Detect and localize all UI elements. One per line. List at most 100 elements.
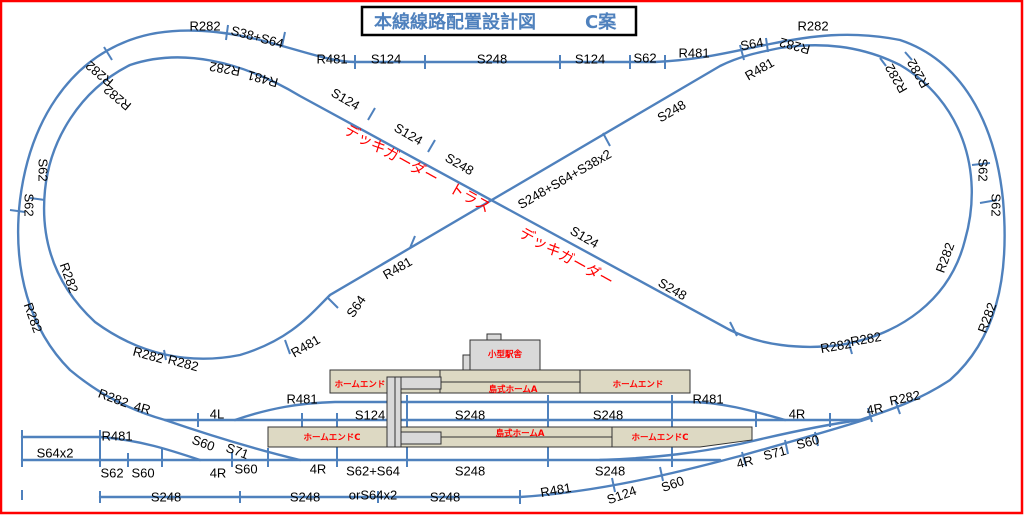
track-label: S124 [575, 51, 605, 66]
track-label: 4R [132, 399, 152, 418]
crossover-left [163, 418, 302, 462]
track-joint-tick [659, 466, 664, 482]
track-label: R481 [288, 332, 322, 361]
track-label: R282 [819, 336, 852, 356]
platform-top-end-left-label: ホームエンド [335, 380, 386, 390]
track-label: R481 [692, 391, 723, 406]
track-label: S38+S64 [229, 23, 285, 51]
track-joint-tick [867, 407, 873, 423]
track-label: S124 [371, 51, 401, 66]
bottom-line [98, 416, 872, 499]
track-joint-tick [894, 399, 901, 415]
track-label: S64 [739, 35, 764, 54]
track-label: S71 [762, 443, 788, 463]
platform-track-upper [233, 400, 787, 422]
track-joint-tick [729, 321, 738, 337]
deck-girder-annotation: デッキガーダー [516, 224, 617, 291]
track-label: S62 [633, 50, 656, 65]
track-label: S248 [290, 489, 320, 504]
platform-bottom-end-left-label: ホームエンドC [304, 433, 361, 443]
track-joint-tick [327, 297, 339, 309]
station: 小型駅舎 ホームエンド 島式ホームA ホームエンド ホームエンドC 島式ホームA… [267, 333, 753, 448]
track-joint-tick [225, 24, 229, 41]
track-joint-tick [281, 31, 286, 47]
platform-top-label: 島式ホームA [489, 384, 538, 395]
track-label: R282 [975, 300, 1000, 334]
title-main: 本線線路配置設計図 [374, 11, 536, 33]
siding-short [20, 435, 202, 462]
track-label: 4R [735, 453, 755, 472]
track-joint-tick [847, 339, 853, 355]
track-label: R282 [849, 329, 882, 349]
track-joint-tick [284, 339, 291, 355]
track-joint-tick [9, 209, 26, 213]
track-label: S62 [36, 158, 51, 181]
track-joint-tick [611, 477, 616, 493]
track-label: R481 [539, 480, 572, 500]
figure-eight-inner [42, 44, 973, 360]
track-label: S124 [329, 85, 363, 113]
track-label: S62 [989, 193, 1004, 216]
track-label: S64x2 [37, 445, 74, 460]
track-label: R481 [678, 45, 709, 60]
track-label: R481 [380, 254, 414, 283]
track-label: S124 [392, 120, 426, 148]
track-label: S71 [224, 440, 251, 462]
track-label: R481 [246, 68, 280, 91]
track-label: 4L [210, 406, 224, 421]
track-label: R282 [131, 344, 165, 367]
track-joint-tick [602, 132, 611, 147]
track-label: S124 [568, 223, 602, 251]
track-joint-tick [879, 57, 887, 67]
track-label: R282 [166, 352, 200, 375]
track-joint-tick [427, 139, 436, 153]
station-building [469, 339, 541, 371]
track-label: R282 [96, 386, 130, 411]
track-joint-tick [103, 46, 113, 61]
tracks [16, 29, 1006, 499]
footbridge [386, 376, 442, 448]
track-label: S62 [22, 193, 37, 216]
track-label: R481 [742, 55, 776, 84]
platform-bottom-label: 島式ホームA [496, 428, 545, 439]
track-joint-tick [765, 37, 769, 53]
platform-bottom-end-right-label: ホームエンドC [632, 433, 689, 443]
track-label: S248 [455, 463, 485, 478]
track-label: S248 [593, 407, 623, 422]
track-label: 4R [865, 400, 884, 418]
track-label: S62 [976, 158, 991, 181]
track-label: S60 [131, 465, 154, 480]
title-box: 本線線路配置設計図 C案 [360, 5, 638, 37]
track-label: S64 [343, 293, 369, 321]
track-label: R282 [208, 59, 241, 79]
track-joint-tick [904, 51, 913, 61]
outer-loop-right [653, 33, 1006, 422]
track-label: S62 [100, 465, 123, 480]
track-label: 4R [210, 465, 227, 480]
platform-top-end-right-label: ホームエンド [613, 380, 664, 390]
track-label: S60 [190, 432, 217, 454]
track-label: S248 [595, 463, 625, 478]
track-label: 4R [310, 461, 327, 476]
track-label: S248 [430, 489, 460, 504]
track-joint-tick [409, 235, 416, 249]
title-variant: C案 [585, 11, 617, 33]
track-label: orS64x2 [349, 487, 397, 502]
track-label: S60 [659, 473, 686, 495]
track-label: S248 [455, 407, 485, 422]
track-label: R282 [189, 18, 220, 33]
track-label: R481 [101, 428, 132, 443]
track-label: R481 [286, 391, 317, 406]
track-joint-tick [814, 431, 819, 447]
track-label: S60 [234, 461, 257, 476]
track-label: R282 [21, 300, 46, 334]
track-label: R282 [797, 18, 828, 33]
track-label: 4R [789, 406, 806, 421]
track-label: S248 [477, 51, 507, 66]
track-label: R282 [888, 387, 922, 408]
station-building-label: 小型駅舎 [487, 349, 523, 360]
